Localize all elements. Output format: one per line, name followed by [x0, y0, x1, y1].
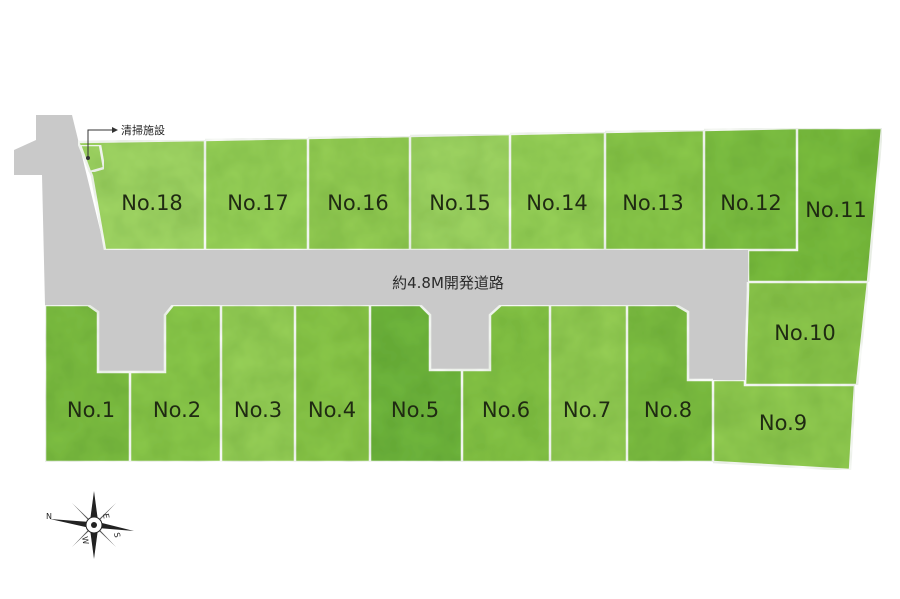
- lot-7[interactable]: [548, 303, 629, 464]
- compass-west: W: [80, 536, 90, 545]
- lot-label: No.5: [391, 398, 439, 422]
- lot-2[interactable]: [128, 303, 223, 464]
- lot-group: [43, 126, 884, 472]
- lot-6[interactable]: [460, 303, 552, 464]
- lot-label: No.2: [153, 398, 201, 422]
- lot-label: No.7: [563, 398, 611, 422]
- lot-label: No.8: [644, 398, 692, 422]
- lot-label-group: No.1 No.2 No.3 No.4 No.5 No.6 No.7 No.8 …: [67, 191, 867, 435]
- lot-label: No.14: [526, 191, 588, 215]
- lot-8[interactable]: [625, 303, 715, 464]
- road-label: 約4.8M開発道路: [392, 274, 504, 292]
- lot-label: No.1: [67, 398, 115, 422]
- lot-label: No.6: [482, 398, 530, 422]
- lot-label: No.12: [720, 191, 782, 215]
- lot-label: No.18: [121, 191, 183, 215]
- lot-label: No.15: [429, 191, 491, 215]
- lot-5[interactable]: [368, 303, 464, 464]
- facility-label: 清掃施設: [121, 123, 165, 137]
- facility-pointer: [86, 127, 118, 160]
- lot-label: No.4: [308, 398, 356, 422]
- lot-13[interactable]: [603, 128, 706, 252]
- compass-east: E: [101, 513, 111, 520]
- lot-1[interactable]: [43, 303, 132, 464]
- lot-label: No.3: [234, 398, 282, 422]
- compass-north: N: [46, 512, 52, 521]
- lot-label: No.17: [227, 191, 289, 215]
- lot-label: No.16: [327, 191, 389, 215]
- lot-4[interactable]: [293, 303, 372, 464]
- lot-label: No.11: [805, 198, 867, 222]
- compass-south: S: [112, 532, 122, 539]
- lot-3[interactable]: [219, 303, 297, 464]
- lot-label: No.10: [774, 321, 836, 345]
- compass-rose: N S E W: [46, 491, 134, 559]
- facility-plot: [78, 143, 106, 174]
- lot-label: No.13: [622, 191, 684, 215]
- lot-12[interactable]: [702, 126, 799, 252]
- lot-label: No.9: [759, 411, 807, 435]
- lot-10[interactable]: [743, 280, 870, 387]
